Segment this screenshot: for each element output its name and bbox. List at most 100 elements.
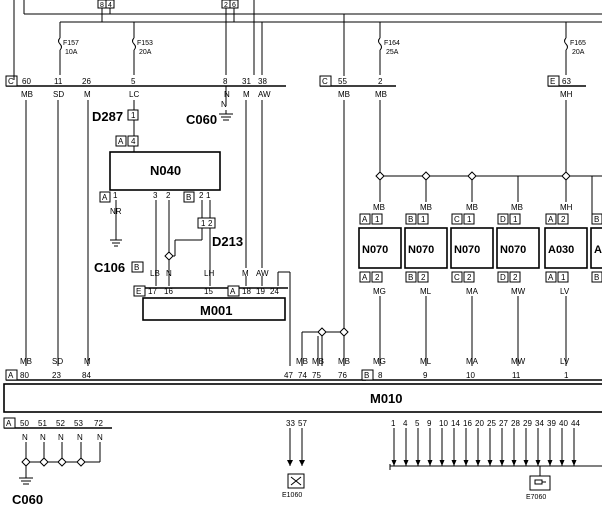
pin-number: 5 [131, 77, 136, 86]
connector-letter: A [230, 287, 236, 296]
top-pin-label: 6 [232, 2, 236, 9]
pin-number: 2 [208, 219, 213, 228]
m001-box [142, 297, 286, 321]
pin-number: 1 [113, 191, 118, 200]
pin-number: 8 [223, 77, 228, 86]
pin-number: 14 [451, 419, 460, 428]
pin-number: 74 [298, 371, 307, 380]
arrow-head [391, 460, 397, 466]
arrow-head [475, 460, 481, 466]
component-label: C106 [94, 260, 125, 275]
pin-box [371, 213, 383, 225]
pin-number: 4 [403, 419, 408, 428]
fuse-f165: F165 20A [564, 22, 586, 75]
pin-number: 39 [547, 419, 556, 428]
component-c106: C106 B [94, 260, 144, 275]
pin-number: 3 [153, 191, 158, 200]
pin-number: 4 [131, 137, 136, 146]
pin-number: 1 [131, 111, 136, 120]
arrow-head [559, 460, 565, 466]
pin-number: 25 [487, 419, 496, 428]
connector-letter-box [5, 75, 18, 87]
pin-number: 63 [562, 77, 571, 86]
splice-node [375, 171, 385, 181]
module-3: MB C 1 N070 C 2 MA MA [450, 203, 494, 366]
pin-number: 72 [94, 419, 103, 428]
fuse-rating: 10A [65, 49, 78, 56]
module-label: N070 [408, 244, 434, 256]
arrow-head [535, 460, 541, 466]
pin-box [509, 213, 521, 225]
pin-number: 50 [20, 419, 29, 428]
fuse-f153: F153 20A [132, 22, 153, 75]
pin-number: 16 [463, 419, 472, 428]
arrow-head [571, 460, 577, 466]
arrow-head [547, 460, 553, 466]
module-label: A030 [548, 244, 574, 256]
wire-color: LV [560, 357, 570, 366]
connector-letter-box [545, 213, 557, 225]
pin-number: 20 [475, 419, 484, 428]
wire-color: N [221, 100, 227, 109]
component-d287: D287 1 A 4 [92, 109, 139, 152]
connector-letter-box [405, 271, 417, 283]
pin-box [197, 217, 216, 229]
top-pin-label: 8 [100, 2, 104, 9]
connector-e-top: E 63 MH [547, 75, 586, 99]
module-box [590, 227, 602, 269]
connector-letter-box [497, 213, 509, 225]
wire-color: MB [338, 357, 350, 366]
pin-number: 29 [523, 419, 532, 428]
wire-color: MB [20, 357, 32, 366]
fuse-f164: F164 25A [378, 22, 400, 75]
wire-color: M [84, 357, 91, 366]
connector-letter-box [359, 271, 371, 283]
fuse-rating: 20A [572, 49, 585, 56]
connector-letter-box [405, 213, 417, 225]
fuse-name: F165 [570, 40, 586, 47]
pin-number: 1 [201, 219, 206, 228]
pin-number: 18 [242, 287, 251, 296]
wire-color: MB [21, 90, 33, 99]
top-frame [13, 0, 602, 80]
wire-color: ML [420, 287, 432, 296]
connector-letter-box [99, 191, 111, 203]
component-m001: LB N LH M AW E 17 16 15 A 18 19 24 M001 [133, 269, 291, 366]
arrow-head [299, 460, 305, 466]
arrow-head [427, 460, 433, 466]
wire-color: MB [373, 203, 385, 212]
fuse-name: F157 [63, 40, 79, 47]
component-label: C060 [186, 112, 217, 127]
pin-number: 10 [439, 419, 448, 428]
pin-number: 9 [423, 371, 428, 380]
wire-color: M [243, 90, 250, 99]
connector-letter-box [131, 261, 144, 273]
connector-letter-box [5, 369, 18, 381]
n040-box [109, 151, 221, 191]
module-label: N070 [500, 244, 526, 256]
pin-number: 24 [270, 287, 279, 296]
pin-number: 28 [511, 419, 520, 428]
component-n040: N040 A 1 3 2 B 2 1 NR [99, 151, 221, 276]
wire-color: N [77, 433, 83, 442]
wire-color: MW [511, 357, 526, 366]
arrow-head [511, 460, 517, 466]
splice-node [317, 327, 327, 337]
module-4: MB D 1 N070 D 2 MW MW [496, 203, 540, 366]
wire-color: LV [560, 287, 570, 296]
pin-number: 80 [20, 371, 29, 380]
connector-letter-box [591, 271, 602, 283]
arrow-head [523, 460, 529, 466]
top-pin-label: 2 [224, 2, 228, 9]
pin-number: 31 [242, 77, 251, 86]
connector-letter-box [183, 191, 195, 203]
connector-letter: B [186, 193, 191, 202]
pin-number: 60 [22, 77, 31, 86]
wire-color: MA [466, 357, 479, 366]
pin-number: 19 [256, 287, 265, 296]
wire-color: MB [511, 203, 523, 212]
pin-number: 2 [421, 273, 426, 282]
connector-letter-box [133, 285, 146, 297]
component-label: D213 [212, 234, 243, 249]
connector-letter: B [134, 263, 139, 272]
